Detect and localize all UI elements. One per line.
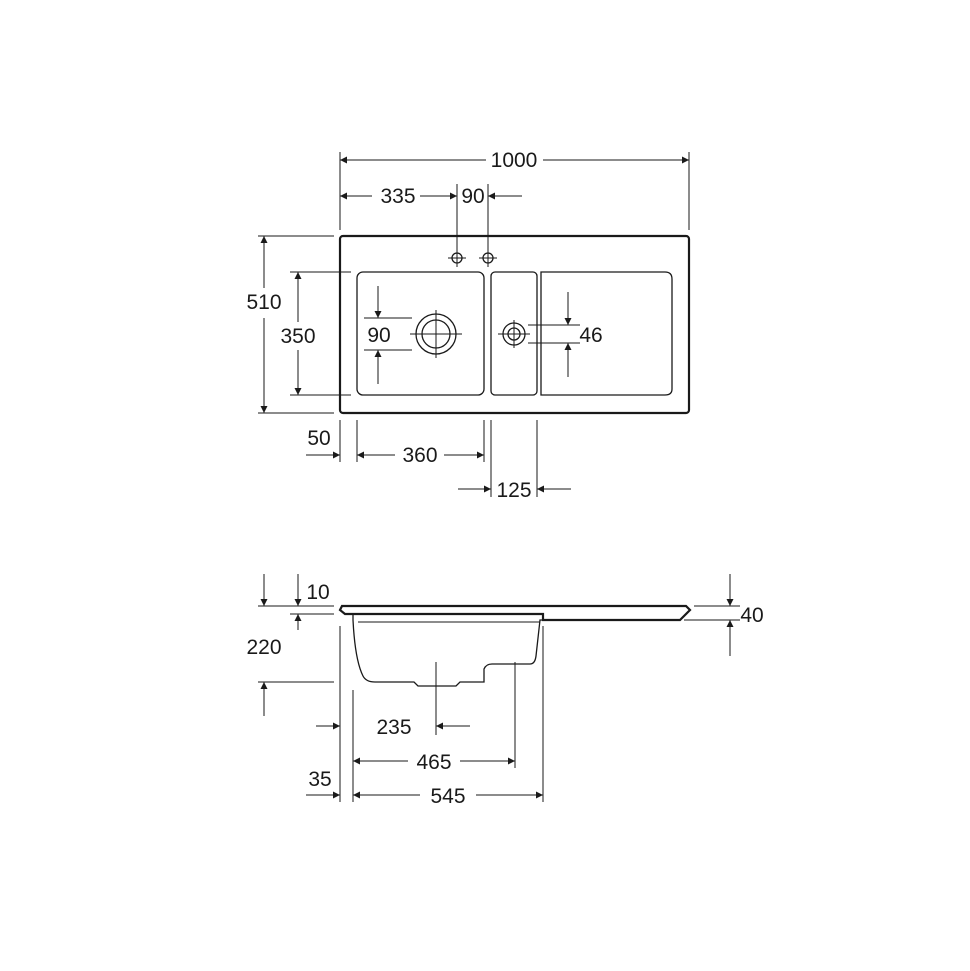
label-secondary-drain-offset: 465 xyxy=(416,751,451,774)
plan-view: 1000 335 90 510 350 90 xyxy=(246,149,691,502)
dimension-main-bowl-width: 360 xyxy=(357,444,484,467)
dimension-secondary-bowl-width: 125 xyxy=(458,479,571,502)
main-bowl xyxy=(356,271,485,396)
dimension-main-drain: 90 xyxy=(367,286,391,384)
secondary-drain xyxy=(498,320,530,348)
dimension-section-bowl-width: 545 xyxy=(353,785,543,808)
secondary-bowl xyxy=(490,271,538,396)
label-bowl-edge-offset: 50 xyxy=(307,427,330,450)
dimension-secondary-drain-offset: 465 xyxy=(353,751,515,774)
dimension-bowl-depth: 350 xyxy=(280,272,316,395)
main-drain xyxy=(410,310,462,358)
section-rim xyxy=(338,604,692,622)
dimension-bowl-edge-offset: 50 xyxy=(306,427,340,459)
label-overall-width: 1000 xyxy=(491,149,538,172)
label-bowl-depth: 350 xyxy=(280,325,315,348)
label-edge-offset: 35 xyxy=(308,768,331,791)
label-drain-offset: 235 xyxy=(376,716,411,739)
dimension-section-bowl-depth: 220 xyxy=(246,574,282,716)
label-offset-to-tap-holes: 335 xyxy=(380,185,415,208)
label-main-drain: 90 xyxy=(367,324,390,347)
dimension-overall-width: 1000 xyxy=(340,149,689,172)
dimension-secondary-drain: 46 xyxy=(564,292,603,377)
label-secondary-drain: 46 xyxy=(579,324,602,347)
section-bowl xyxy=(352,614,543,687)
label-overall-depth: 510 xyxy=(246,291,281,314)
label-main-bowl-width: 360 xyxy=(402,444,437,467)
tap-hole-right xyxy=(479,249,497,267)
section-view: 10 220 40 235 465 35 xyxy=(246,574,764,808)
dimension-tap-holes: 335 90 xyxy=(340,185,522,208)
label-rim-thickness: 10 xyxy=(306,581,329,604)
dimension-drain-offset: 235 xyxy=(316,716,470,739)
drainer-area xyxy=(540,271,673,396)
label-section-bowl-width: 545 xyxy=(430,785,465,808)
label-section-bowl-depth: 220 xyxy=(246,636,281,659)
sink-outline xyxy=(338,234,691,415)
tap-hole-left xyxy=(448,249,466,267)
label-drainer-height: 40 xyxy=(740,604,763,627)
dimension-overall-depth: 510 xyxy=(246,236,282,413)
label-tap-hole-spacing: 90 xyxy=(461,185,484,208)
dimension-drainer-height: 40 xyxy=(726,574,764,656)
dimension-rim-thickness: 10 xyxy=(294,574,330,630)
dimension-edge-offset: 35 xyxy=(306,768,340,799)
label-secondary-bowl-width: 125 xyxy=(496,479,531,502)
